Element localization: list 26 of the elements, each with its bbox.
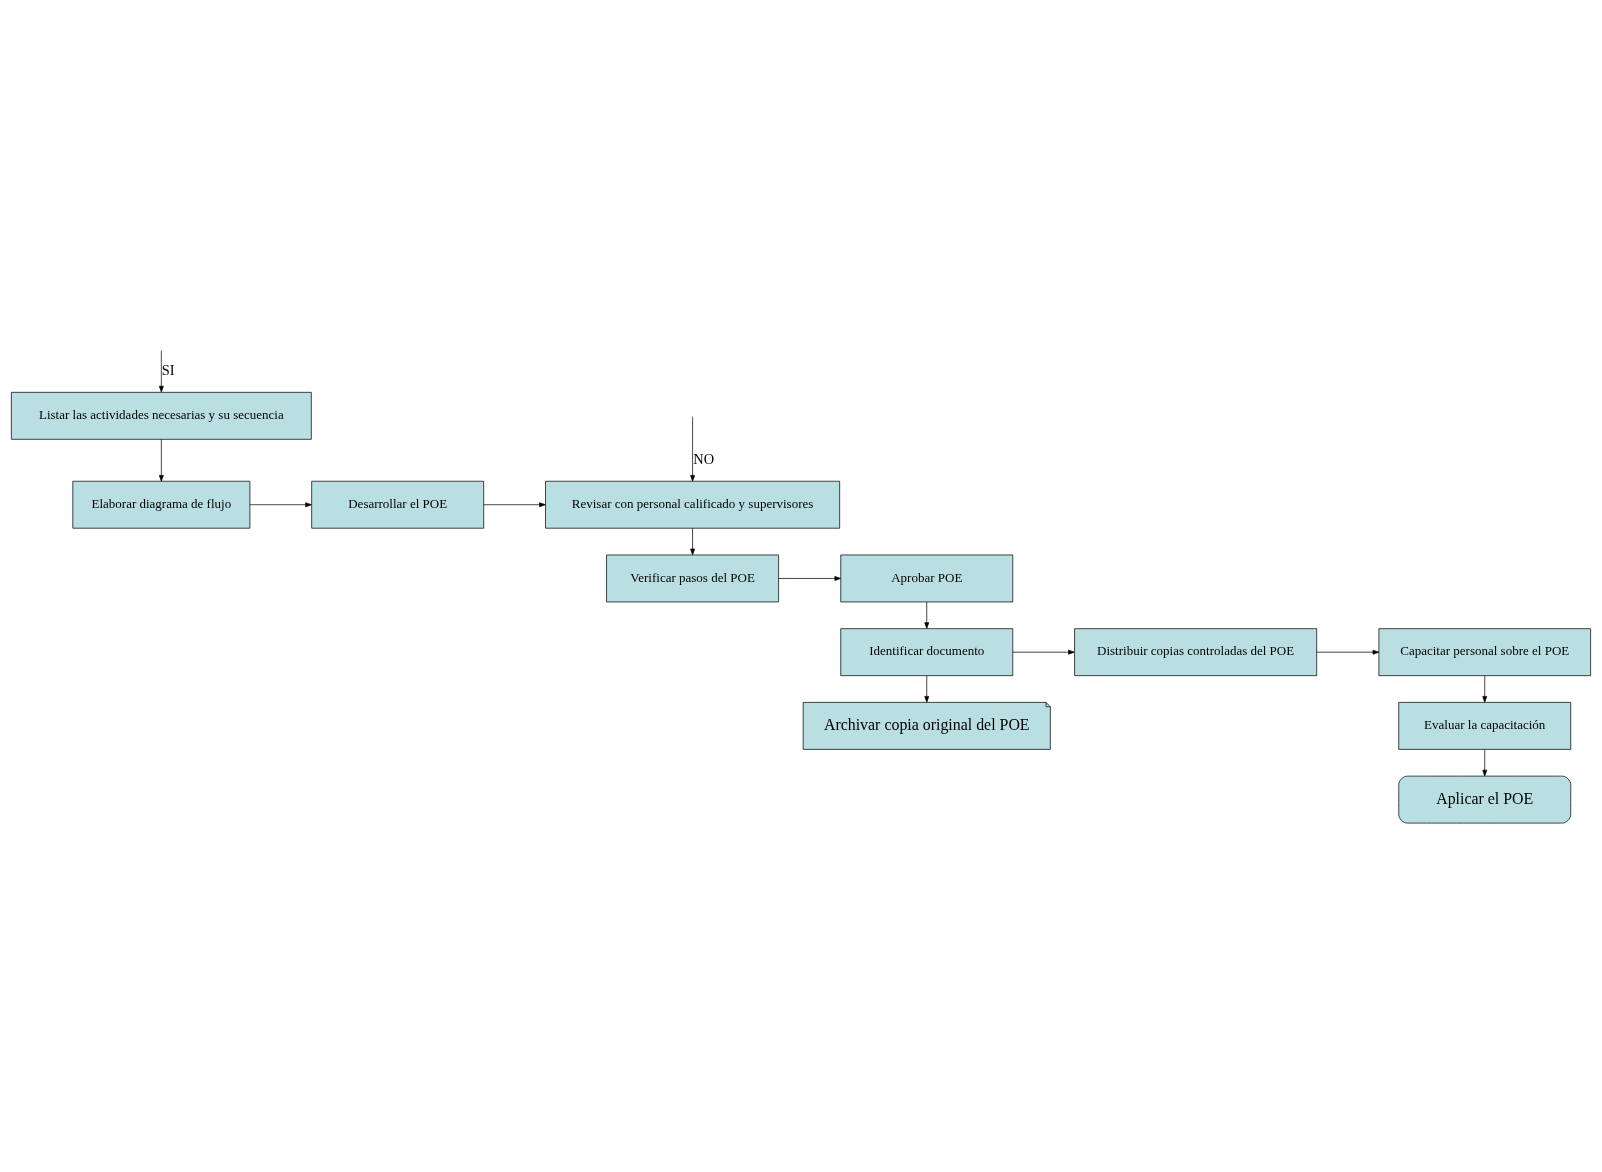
arrow (249, 501, 312, 507)
arrow (690, 415, 695, 482)
arrow (1012, 649, 1075, 655)
edge-label: NO (693, 450, 715, 467)
arrow (1482, 674, 1488, 703)
arrow (1482, 748, 1488, 776)
arrow (158, 438, 164, 482)
node-box: Listar las actividades necesarias y su secuencia (11, 391, 312, 440)
edge-label: SI (161, 361, 175, 378)
arrow (690, 527, 695, 555)
arrow (158, 349, 164, 392)
arrow (1316, 649, 1380, 655)
arrow (483, 501, 546, 507)
node-box: Elaborar diagrama de flujo (72, 480, 251, 529)
node-box: Identificar documento (840, 627, 1014, 676)
node-box: Desarrollar el POE (311, 480, 485, 529)
arrow (778, 575, 841, 581)
node-box: Verificar pasos del POE (606, 554, 779, 602)
arrow (924, 601, 930, 629)
node-box: Evaluar la capacitación (1398, 701, 1572, 750)
node-box: Aprobar POE (840, 554, 1014, 602)
node-box: Aplicar el POE (1398, 775, 1572, 823)
arrow (924, 674, 930, 703)
node-box: Distribuir copias controladas del POE (1074, 627, 1318, 676)
node-box: Capacitar personal sobre el POE (1378, 627, 1591, 676)
node-box: Revisar con personal calificado y supervisores (545, 480, 841, 529)
